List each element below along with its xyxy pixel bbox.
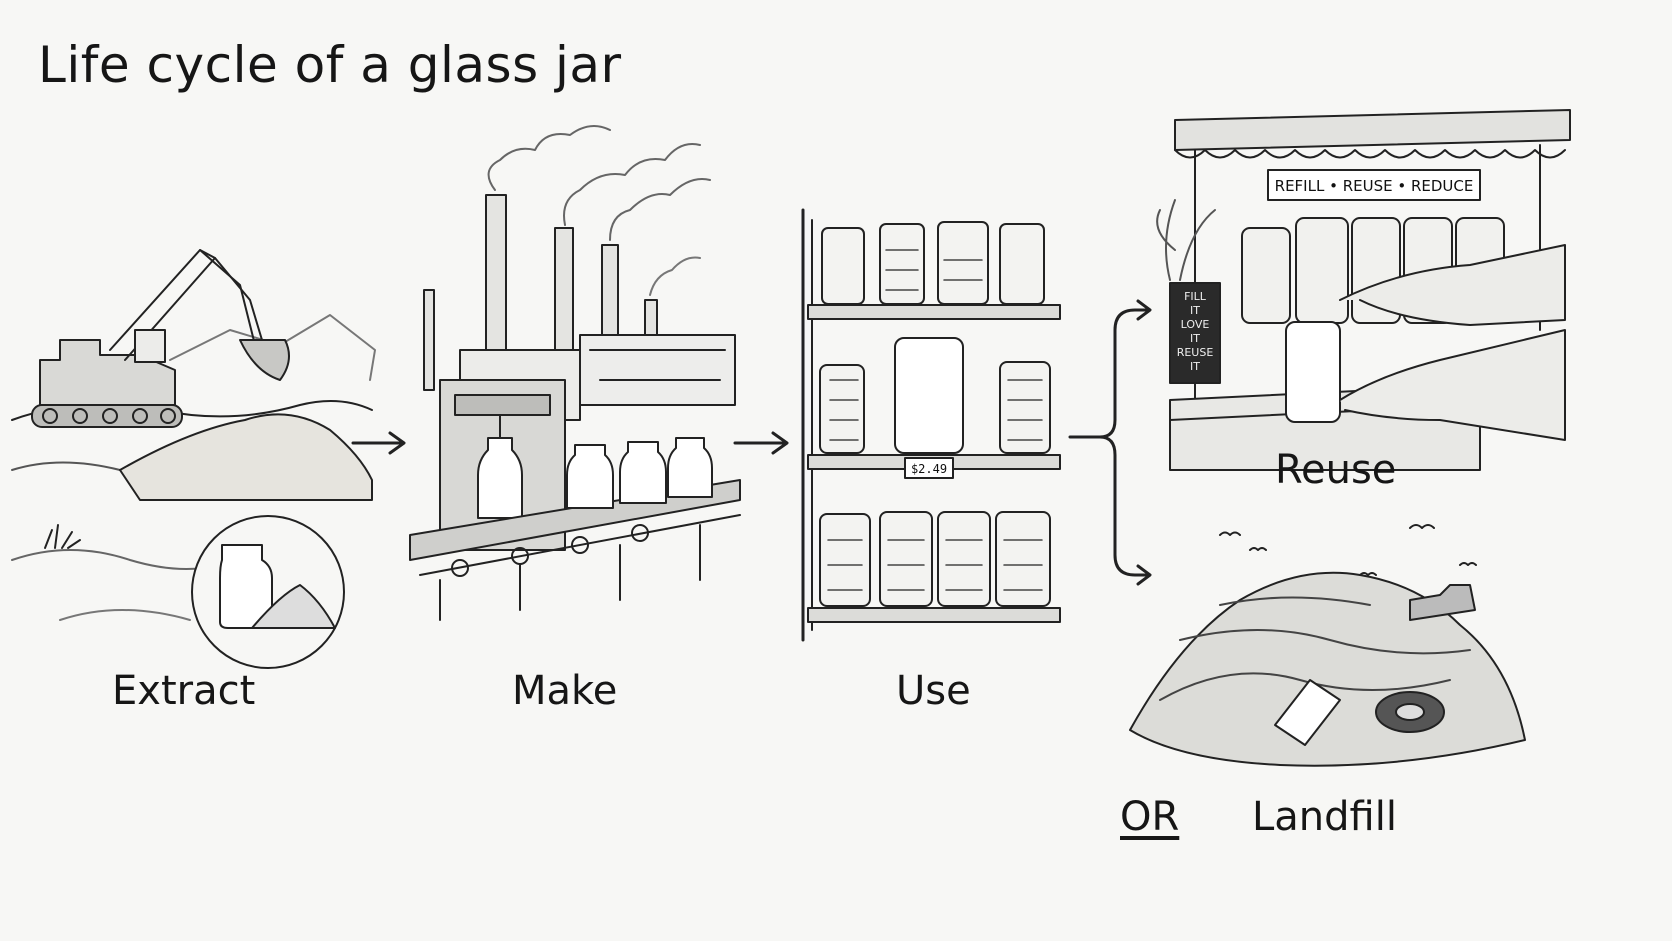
reuse-banner (1267, 169, 1481, 201)
stage-label-make: Make (512, 668, 618, 714)
or-label: OR (1120, 794, 1180, 840)
chalkboard-line-4: IT (1190, 332, 1200, 345)
reuse-scene (1156, 109, 1571, 471)
diagram-title: Life cycle of a glass jar (38, 36, 622, 94)
landfill-scene (1129, 524, 1526, 767)
reuse-banner-text: REFILL • REUSE • REDUCE (1275, 177, 1474, 195)
chalkboard-line-6: IT (1190, 360, 1200, 373)
chalkboard-line-3: LOVE (1181, 318, 1210, 331)
arrow-extract-make (351, 431, 406, 455)
extract-scene (11, 249, 376, 669)
chalkboard-line-5: REUSE (1177, 346, 1214, 359)
arrow-make-use (733, 431, 789, 455)
make-scene (409, 125, 741, 621)
bulldozer-icon (1409, 584, 1476, 621)
stage-label-extract: Extract (112, 668, 256, 714)
chalkboard-line-2: IT (1190, 304, 1200, 317)
chalkboard (1169, 282, 1221, 384)
price-tag: $2.49 (911, 462, 947, 476)
stage-label-reuse: Reuse (1275, 447, 1397, 493)
use-scene (801, 208, 1061, 642)
stage-label-use: Use (896, 668, 971, 714)
stage-label-landfill: Landfill (1252, 794, 1397, 840)
chalkboard-line-1: FILL (1184, 290, 1207, 303)
arrow-use-branch (1068, 299, 1152, 439)
